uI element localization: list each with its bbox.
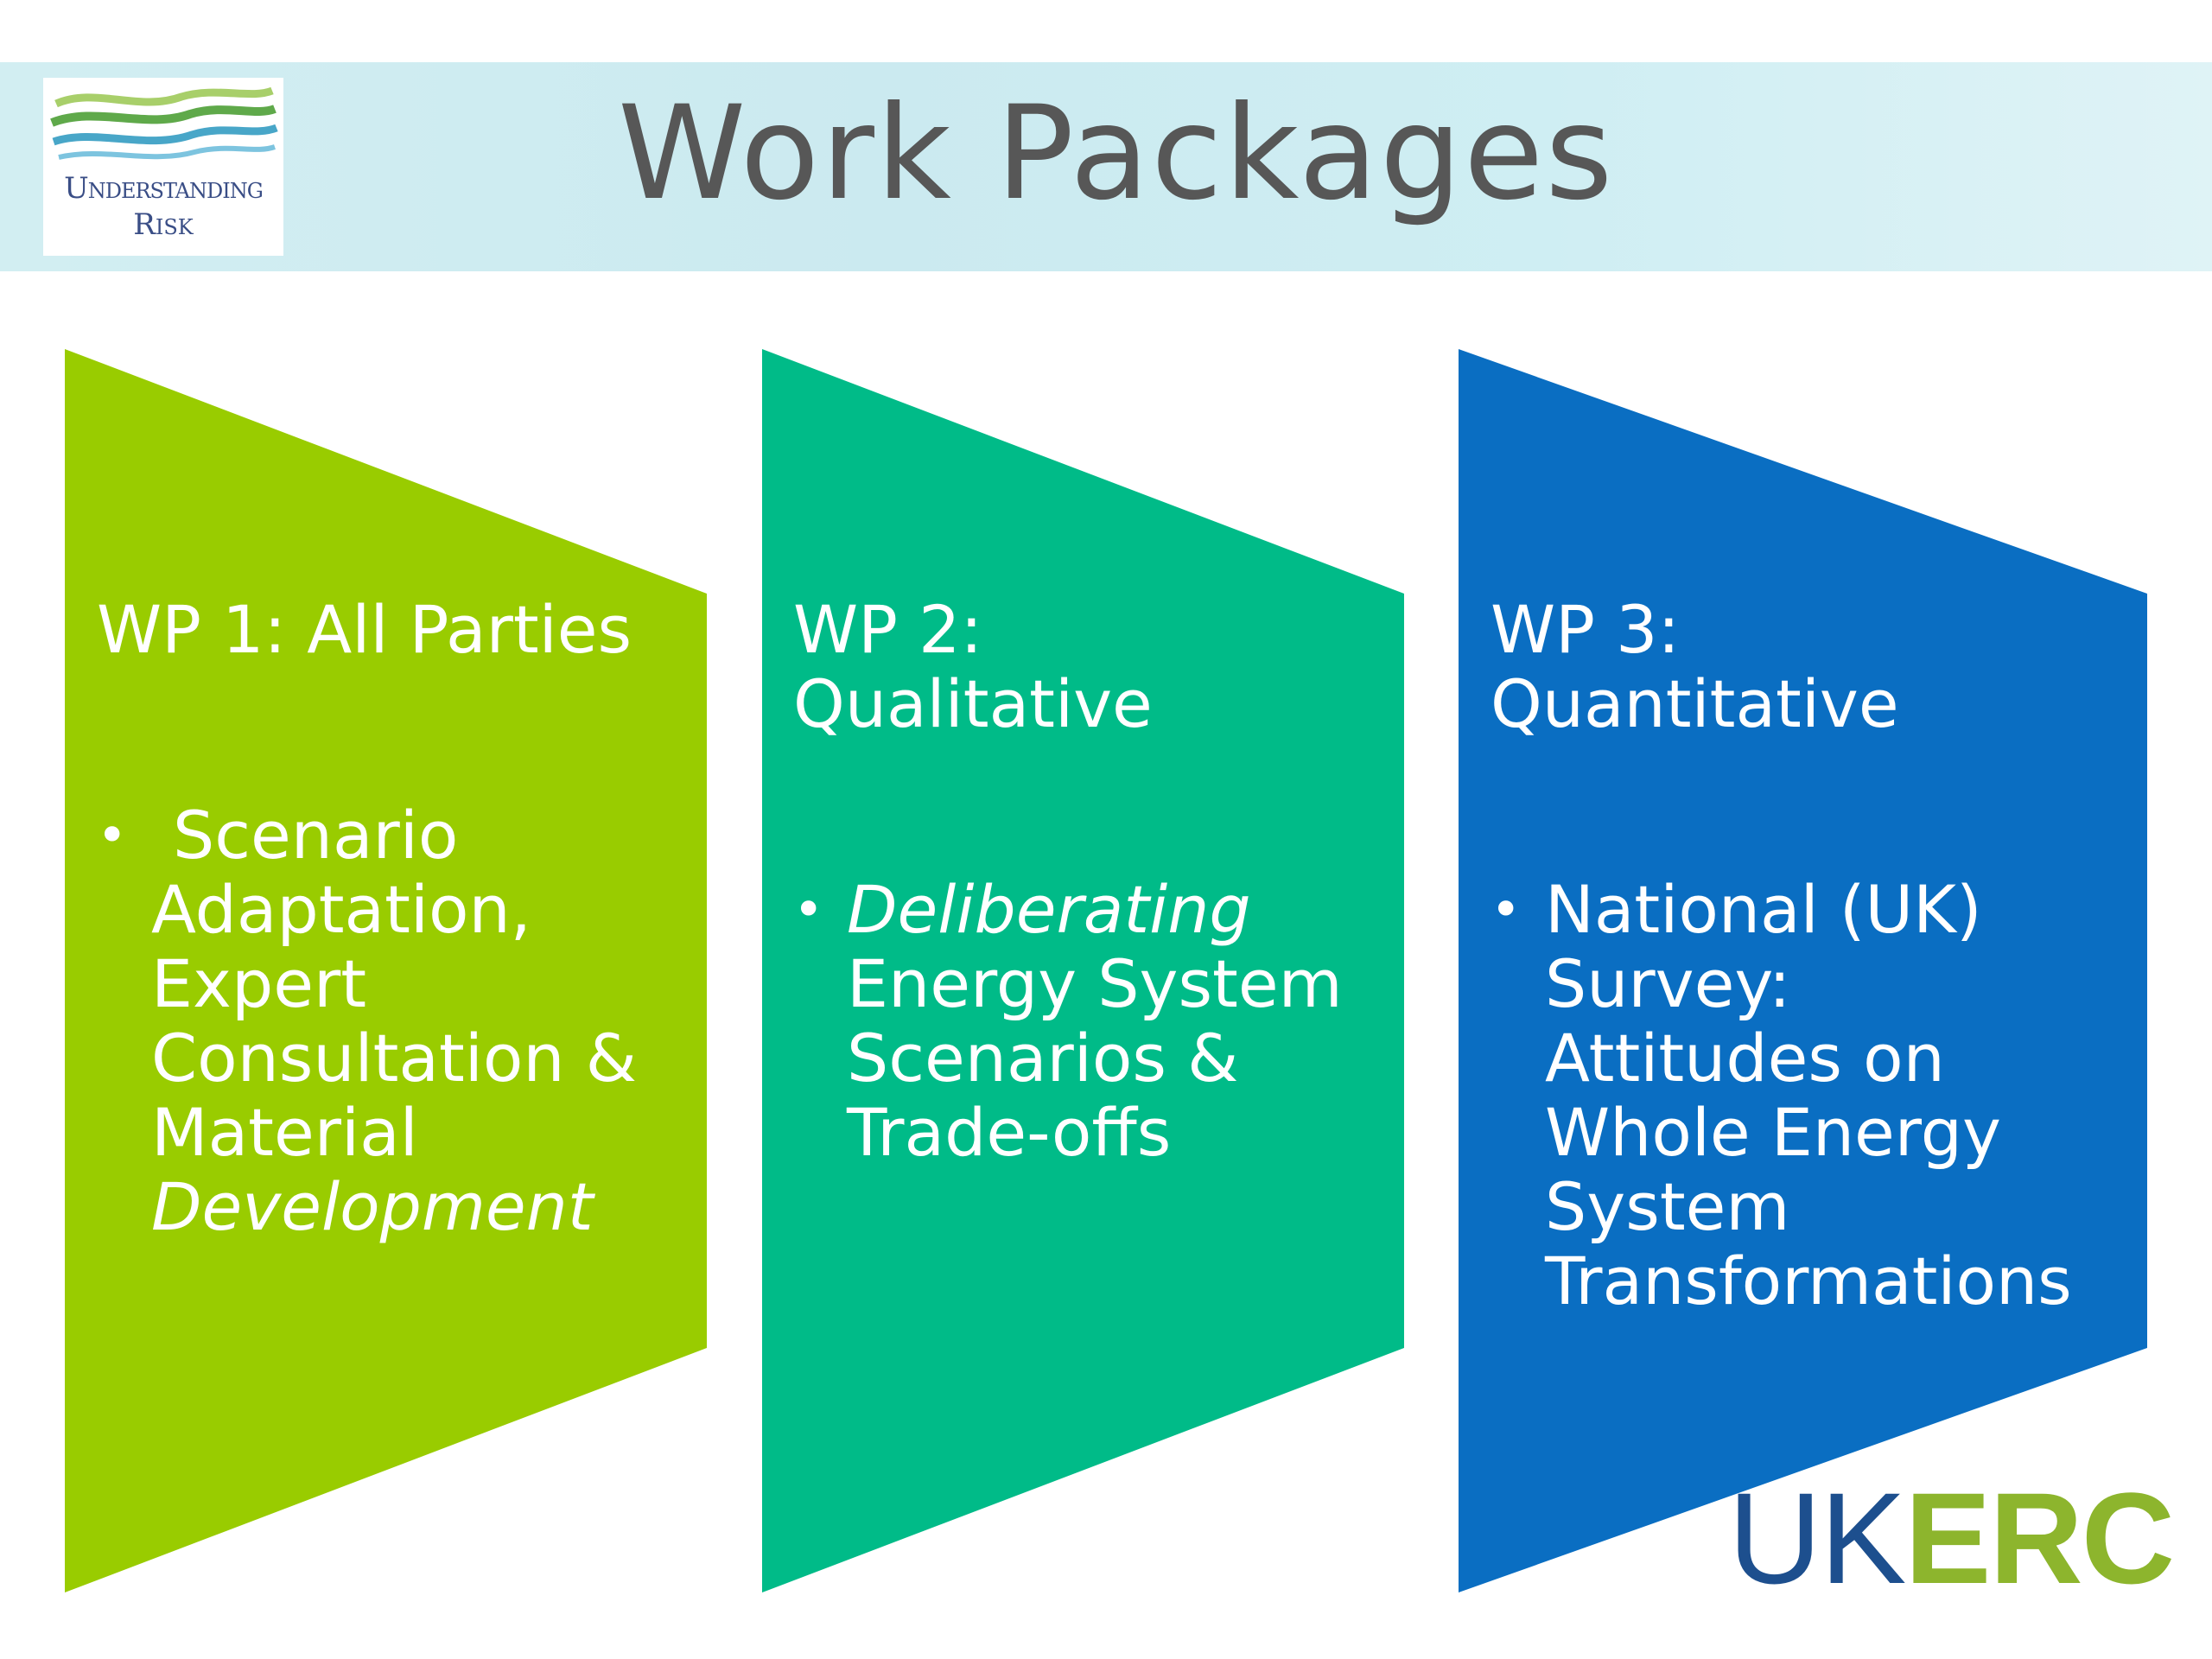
panel-3-line: Whole Energy — [1545, 1094, 2001, 1171]
panel-2-shape — [762, 349, 1404, 1592]
waves-icon — [50, 86, 278, 160]
ukerc-logo-uk: UK — [1728, 1465, 1906, 1611]
page-title: Work Packages — [618, 79, 1615, 229]
logo-line-2: Risk — [133, 207, 194, 242]
panel-2-heading-line: Qualitative — [793, 665, 1153, 742]
panel-1-line: Scenario — [173, 797, 459, 874]
panel-2-line: Scenarios & — [847, 1020, 1239, 1096]
panel-3-heading-line: WP 3: — [1491, 591, 1681, 668]
panel-3-shape — [1459, 349, 2147, 1592]
panel-1-shape — [65, 349, 707, 1592]
panel-1-line: Adaptation, — [151, 871, 531, 948]
panel-3-line: Survey: — [1545, 945, 1791, 1022]
panel-2-line: Trade-offs — [847, 1094, 1172, 1171]
panel-1-heading: WP 1: All Parties — [97, 591, 632, 668]
ukerc-logo: UKERC — [1728, 1469, 2175, 1607]
panel-2-line: Deliberating — [847, 871, 1251, 948]
panel-3-bullet: • — [1491, 880, 1522, 940]
panel-1-line: Consultation & — [151, 1020, 637, 1096]
panel-3-line: Attitudes on — [1545, 1020, 1945, 1096]
panel-3-line: Transformations — [1545, 1243, 2072, 1319]
panel-2-line: Energy System — [847, 945, 1343, 1022]
panel-1-line: Material — [151, 1094, 418, 1171]
panel-2-bullet: • — [793, 880, 824, 940]
ukerc-logo-erc: ERC — [1904, 1465, 2175, 1611]
logo-line-1: Understanding — [64, 171, 264, 206]
understanding-risk-logo: Understanding Risk — [43, 78, 283, 256]
panel-1-line: Expert — [151, 945, 367, 1022]
panel-3-line: System — [1545, 1168, 1790, 1245]
panel-1-bullet: • — [97, 805, 128, 866]
panel-3-line: National (UK) — [1545, 871, 1982, 948]
panel-1-line: Development — [151, 1168, 594, 1245]
header-banner — [0, 62, 2212, 271]
panel-2-heading-line: WP 2: — [793, 591, 983, 668]
panel-3-heading-line: Quantitative — [1491, 665, 1899, 742]
